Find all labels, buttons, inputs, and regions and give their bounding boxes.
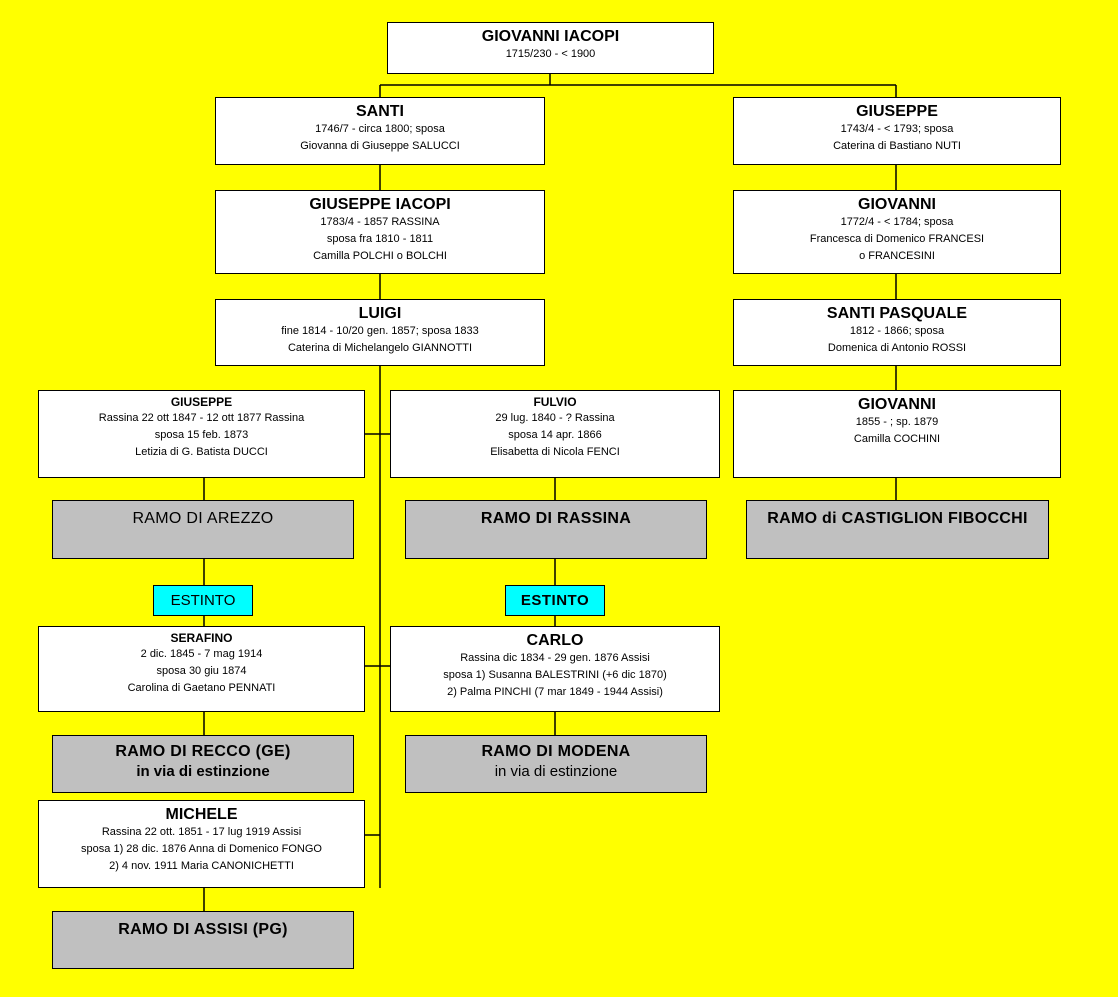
branch-modena: RAMO DI MODENA in via di estinzione	[405, 735, 707, 793]
person-detail: o FRANCESINI	[859, 250, 935, 262]
branch-title: RAMO DI RECCO (GE)	[115, 743, 291, 760]
tag-estinto-arezzo: ESTINTO	[153, 585, 253, 616]
person-name: GIOVANNI	[858, 196, 936, 213]
person-detail: 2) 4 nov. 1911 Maria CANONICHETTI	[109, 860, 294, 872]
person-name: GIUSEPPE IACOPI	[309, 196, 451, 213]
person-santi-pasquale: SANTI PASQUALE 1812 - 1866; sposa Domeni…	[733, 299, 1061, 366]
branch-castiglion-fibocchi: RAMO di CASTIGLION FIBOCCHI	[746, 500, 1049, 559]
person-giuseppe-arezzo: GIUSEPPE Rassina 22 ott 1847 - 12 ott 18…	[38, 390, 365, 478]
tag-estinto-rassina: ESTINTO	[505, 585, 605, 616]
person-name: GIOVANNI IACOPI	[481, 28, 620, 45]
branch-rassina: RAMO DI RASSINA	[405, 500, 707, 559]
person-name: SANTI	[356, 103, 404, 120]
person-detail: Camilla POLCHI o BOLCHI	[313, 250, 447, 262]
branch-title: RAMO di CASTIGLION FIBOCCHI	[767, 510, 1028, 527]
branch-subtitle: in via di estinzione	[136, 763, 270, 780]
person-detail: sposa 30 giu 1874	[156, 665, 247, 677]
person-carlo: CARLO Rassina dic 1834 - 29 gen. 1876 As…	[390, 626, 720, 712]
person-detail: Francesca di Domenico FRANCESI	[809, 233, 985, 245]
person-name: GIUSEPPE	[856, 103, 938, 120]
person-michele: MICHELE Rassina 22 ott. 1851 - 17 lug 19…	[38, 800, 365, 888]
person-name: CARLO	[526, 632, 584, 649]
person-detail: Domenica di Antonio ROSSI	[827, 342, 967, 354]
person-detail: 1812 - 1866; sposa	[849, 325, 945, 337]
person-detail: sposa 15 feb. 1873	[154, 429, 249, 441]
person-serafino: SERAFINO 2 dic. 1845 - 7 mag 1914 sposa …	[38, 626, 365, 712]
person-giovanni-iacopi: GIOVANNI IACOPI 1715/230 - < 1900	[387, 22, 714, 74]
person-luigi: LUIGI fine 1814 - 10/20 gen. 1857; sposa…	[215, 299, 545, 366]
person-detail: fine 1814 - 10/20 gen. 1857; sposa 1833	[281, 325, 479, 337]
person-detail: 2) Palma PINCHI (7 mar 1849 - 1944 Assis…	[447, 686, 663, 698]
person-detail: sposa 1) 28 dic. 1876 Anna di Domenico F…	[81, 843, 322, 855]
branch-recco: RAMO DI RECCO (GE) in via di estinzione	[52, 735, 354, 793]
person-detail: 1743/4 - < 1793; sposa	[840, 123, 954, 135]
person-detail: 2 dic. 1845 - 7 mag 1914	[140, 648, 263, 660]
person-detail: Elisabetta di Nicola FENCI	[490, 446, 620, 458]
person-giuseppe-iacopi: GIUSEPPE IACOPI 1783/4 - 1857 RASSINA sp…	[215, 190, 545, 274]
person-detail: Carolina di Gaetano PENNATI	[127, 682, 276, 694]
person-detail: Giovanna di Giuseppe SALUCCI	[300, 140, 460, 152]
person-detail: 1783/4 - 1857 RASSINA	[320, 216, 440, 228]
branch-title: RAMO DI ASSISI (PG)	[118, 921, 288, 938]
branch-arezzo: RAMO DI AREZZO	[52, 500, 354, 559]
person-detail: Rassina dic 1834 - 29 gen. 1876 Assisi	[460, 652, 650, 664]
person-detail: Rassina 22 ott. 1851 - 17 lug 1919 Assis…	[101, 826, 302, 838]
branch-title: RAMO DI MODENA	[481, 743, 631, 760]
branch-subtitle: in via di estinzione	[494, 763, 618, 780]
person-name: GIOVANNI	[858, 396, 936, 413]
person-detail: Caterina di Michelangelo GIANNOTTI	[287, 342, 472, 354]
person-name: GIUSEPPE	[170, 395, 233, 409]
tag-label: ESTINTO	[520, 592, 590, 609]
person-name: SANTI PASQUALE	[826, 305, 968, 322]
person-detail: Camilla COCHINI	[853, 433, 941, 445]
person-detail: sposa 14 apr. 1866	[508, 429, 602, 441]
person-detail: Caterina di Bastiano NUTI	[833, 140, 961, 152]
person-santi: SANTI 1746/7 - circa 1800; sposa Giovann…	[215, 97, 545, 165]
person-detail: sposa 1) Susanna BALESTRINI (+6 dic 1870…	[443, 669, 667, 681]
person-name: LUIGI	[358, 305, 402, 322]
branch-title: RAMO DI RASSINA	[480, 510, 632, 527]
person-detail: sposa fra 1810 - 1811	[326, 233, 434, 245]
person-name: SERAFINO	[170, 631, 233, 645]
person-detail: 1855 - ; sp. 1879	[855, 416, 939, 428]
tag-label: ESTINTO	[170, 592, 236, 609]
person-fulvio: FULVIO 29 lug. 1840 - ? Rassina sposa 14…	[390, 390, 720, 478]
person-detail: Rassina 22 ott 1847 - 12 ott 1877 Rassin…	[98, 412, 305, 424]
branch-assisi: RAMO DI ASSISI (PG)	[52, 911, 354, 969]
person-detail: 29 lug. 1840 - ? Rassina	[495, 412, 615, 424]
person-giovanni-2: GIOVANNI 1772/4 - < 1784; sposa Francesc…	[733, 190, 1061, 274]
person-giuseppe-top: GIUSEPPE 1743/4 - < 1793; sposa Caterina…	[733, 97, 1061, 165]
person-detail: 1715/230 - < 1900	[505, 48, 596, 60]
person-name: MICHELE	[165, 806, 238, 823]
person-detail: 1746/7 - circa 1800; sposa	[315, 123, 445, 135]
branch-title: RAMO DI AREZZO	[132, 510, 274, 527]
person-detail: Letizia di G. Batista DUCCI	[135, 446, 268, 458]
person-giovanni-3: GIOVANNI 1855 - ; sp. 1879 Camilla COCHI…	[733, 390, 1061, 478]
person-detail: 1772/4 - < 1784; sposa	[840, 216, 954, 228]
person-name: FULVIO	[533, 395, 577, 409]
